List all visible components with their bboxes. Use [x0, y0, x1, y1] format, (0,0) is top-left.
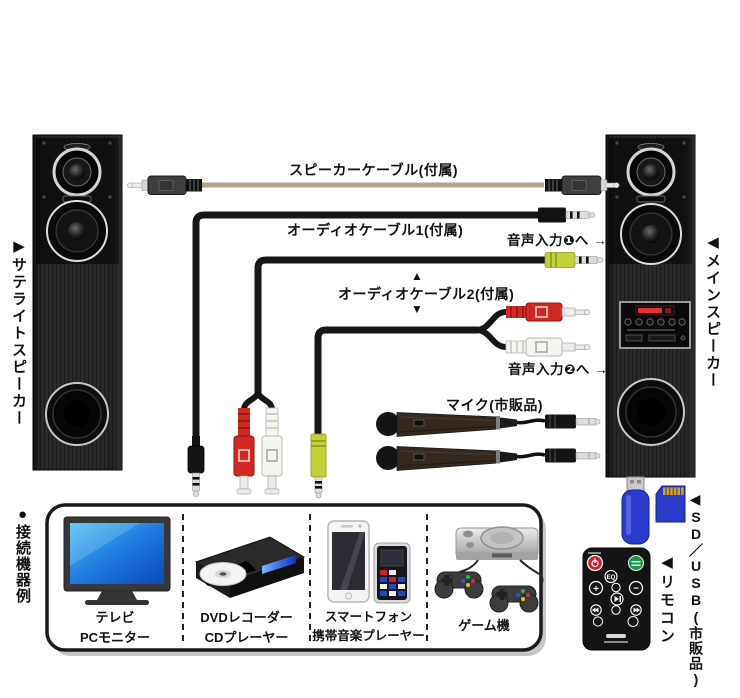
device-label-game: ゲーム機	[458, 618, 510, 633]
device-label-dvd: DVDレコーダー CDプレーヤー	[200, 610, 293, 645]
rca-plug-right	[545, 175, 620, 195]
remote-label: ◀リモコン	[658, 553, 675, 646]
mode-button-small	[611, 582, 621, 593]
smartphone-icon	[327, 520, 370, 603]
panel-knobs	[624, 318, 686, 326]
audio-cable-2-label: オーディオケーブル2(付属)	[338, 286, 515, 302]
player-buttons	[380, 570, 405, 596]
mini-plug-right-black	[538, 207, 596, 223]
svg-text:+: +	[593, 584, 599, 595]
function-button-2	[627, 616, 639, 627]
speaker-cable-label: スピーカーケーブル(付属)	[289, 162, 458, 178]
svg-text:EQ: EQ	[607, 575, 616, 581]
svg-text:−: −	[633, 584, 639, 595]
quarter-inch-plug	[545, 448, 601, 463]
device-label-tv: テレビ PCモニター	[79, 610, 151, 645]
mid-driver	[620, 203, 682, 265]
devices-box-title: ●接続機器例	[14, 506, 31, 604]
main-speaker-illustration	[605, 134, 696, 478]
volume-down-button	[628, 580, 644, 596]
tv-icon	[63, 516, 171, 605]
repeat-button-small	[611, 605, 621, 615]
satellite-speaker-illustration	[32, 134, 123, 471]
remote-icon: EQ + −	[582, 547, 651, 651]
dvd-display	[262, 555, 296, 574]
mini-plug-down-black	[187, 436, 205, 497]
rca-plug-down-white	[261, 407, 283, 495]
usb-port	[648, 334, 676, 342]
audio-cable-2a-illustration	[233, 252, 604, 495]
control-panel	[619, 301, 691, 349]
rca-plug-down-red	[233, 408, 255, 495]
tweeter	[626, 147, 676, 197]
mid-driver	[46, 200, 108, 262]
sd-slot	[625, 334, 643, 342]
sd-card-icon	[655, 485, 686, 523]
rca-plug-right-red	[506, 302, 590, 322]
audio-cable-2-arrow-up: ▲	[411, 269, 423, 283]
microphone-2-illustration	[376, 446, 601, 471]
game-console-icon	[434, 526, 544, 613]
woofer	[45, 382, 109, 446]
rca-plug-left	[127, 175, 202, 195]
speaker-cable-illustration	[127, 175, 620, 195]
game-controller-2	[489, 585, 539, 613]
audio-cable-2-arrow-down: ▼	[411, 302, 423, 316]
function-button-1	[592, 616, 604, 627]
audio-input-2-label: 音声入力❷へ →	[508, 362, 609, 377]
audio-cable-1-label: オーディオケーブル1(付属)	[287, 222, 464, 238]
mini-plug-down-green	[310, 433, 327, 499]
mic-switch	[413, 419, 425, 427]
audio-cable-1-illustration	[187, 207, 596, 497]
mini-plug-right-green	[544, 252, 604, 268]
usb-stick-icon	[621, 476, 650, 545]
microphone-1-illustration	[376, 412, 601, 437]
eq-button	[604, 569, 618, 584]
mute-button	[628, 555, 644, 571]
device-label-smartphone: スマートフォン 携帯音楽プレーヤー	[312, 610, 425, 643]
satellite-speaker-label: ▶サテライトスピーカー	[10, 237, 27, 427]
rca-plug-right-white	[505, 337, 590, 357]
tweeter	[52, 147, 102, 197]
dvd-player-icon	[194, 536, 306, 598]
microphone-label: マイク(市販品)	[446, 397, 544, 413]
quarter-inch-plug	[545, 414, 601, 429]
game-controller-1	[434, 571, 484, 599]
audio-input-1-label: 音声入力❶へ →	[507, 233, 608, 248]
woofer	[617, 378, 685, 446]
main-speaker-label: ◀メインスピーカー	[704, 233, 721, 389]
volume-up-button	[588, 580, 604, 596]
sd-usb-label: ◀SD／USB(市販品)	[688, 492, 704, 688]
audio-cable-2b-illustration	[310, 302, 590, 499]
music-player-icon	[373, 542, 411, 604]
